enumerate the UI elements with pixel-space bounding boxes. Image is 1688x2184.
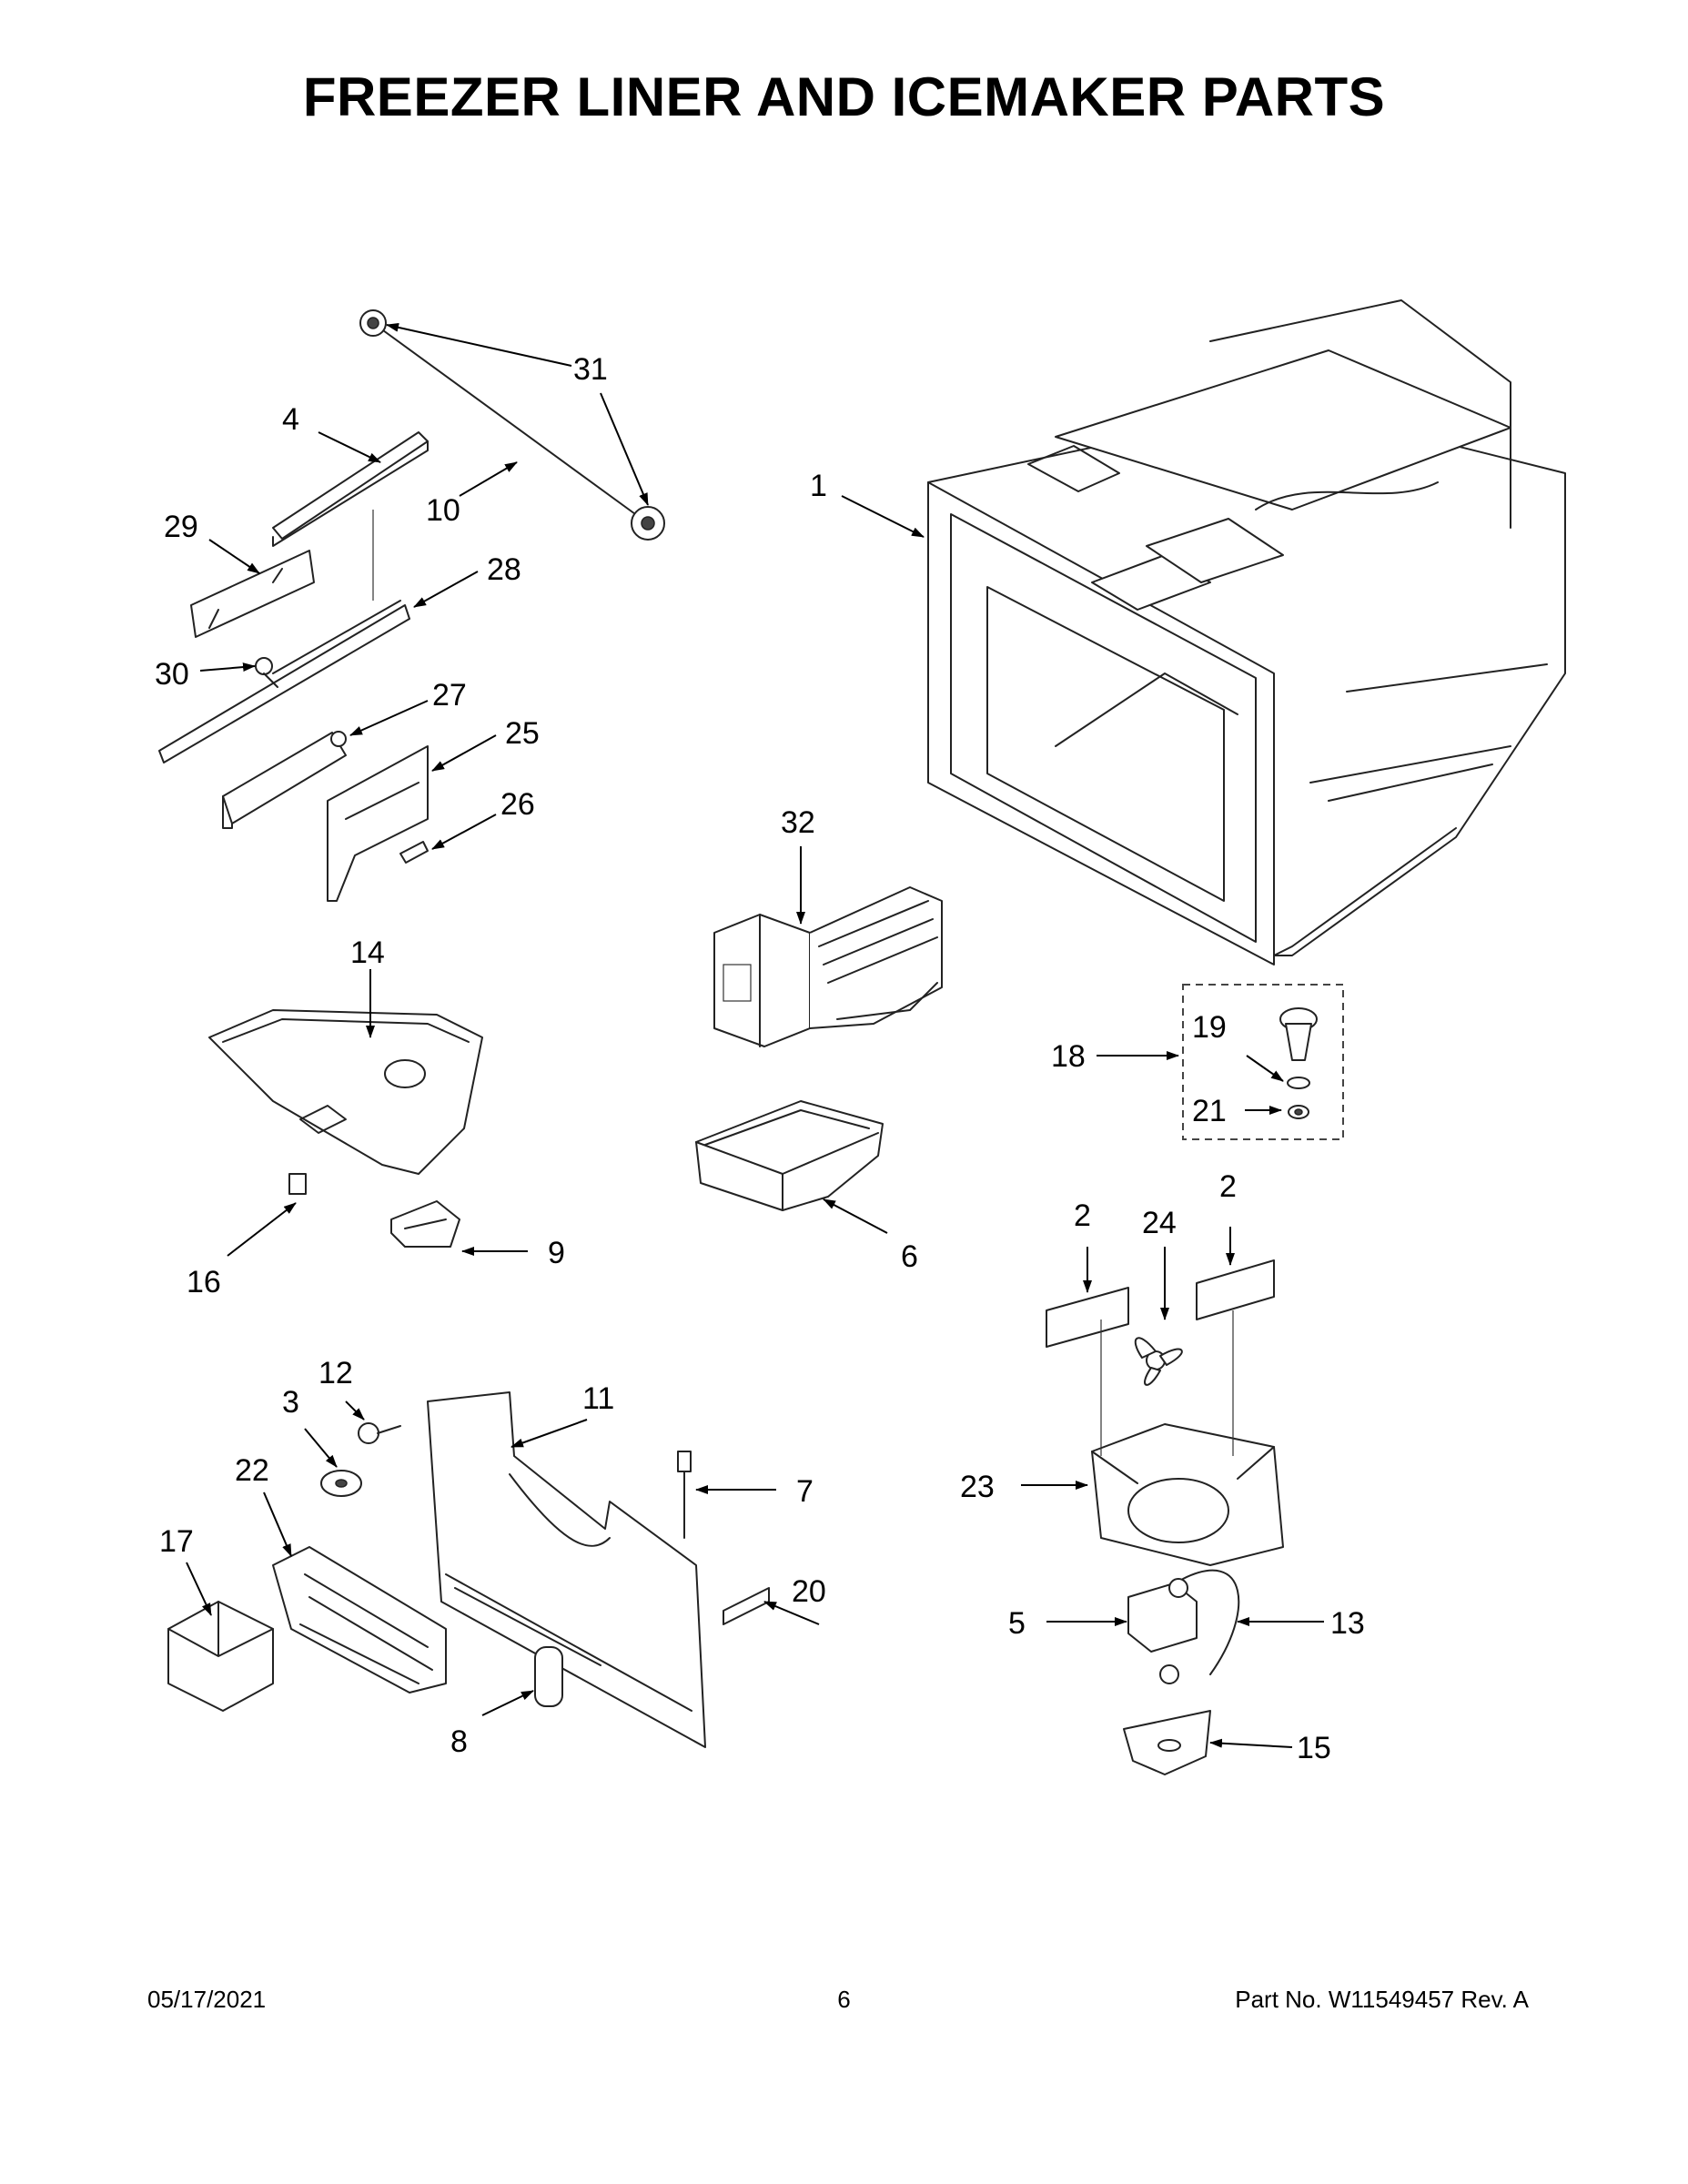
page-title: FREEZER LINER AND ICEMAKER PARTS <box>302 66 1386 127</box>
foam-pad-part-right <box>1196 1259 1275 1320</box>
callout-13: 13 <box>1330 1606 1365 1641</box>
support-part <box>222 731 347 829</box>
thermistor-part <box>677 1451 692 1539</box>
callout-3: 3 <box>282 1385 299 1420</box>
water-valve-kit-part <box>1182 984 1344 1140</box>
icemaker-part <box>713 886 943 1047</box>
sensor-part <box>288 1173 307 1195</box>
callout-29: 29 <box>164 510 198 544</box>
callout-labels: 31 4 10 1 29 28 30 27 25 26 32 14 18 19 … <box>155 352 1365 1765</box>
callout-28: 28 <box>487 552 521 587</box>
callout-27: 27 <box>432 678 467 713</box>
callout-21: 21 <box>1192 1094 1227 1128</box>
footer-date: 05/17/2021 <box>147 1986 267 2013</box>
callout-2-left: 2 <box>1074 1198 1091 1233</box>
evaporator-cover-part <box>427 1391 706 1748</box>
callout-32: 32 <box>781 805 815 840</box>
fan-shroud-part <box>1091 1310 1284 1566</box>
damper-part <box>390 1200 460 1248</box>
callout-16: 16 <box>187 1265 221 1299</box>
rail-part <box>272 431 429 547</box>
screw-part-3 <box>358 1422 401 1444</box>
callout-10: 10 <box>426 493 460 528</box>
callout-31: 31 <box>573 352 608 387</box>
motor-bracket-part <box>1123 1710 1211 1775</box>
callout-8: 8 <box>450 1724 468 1759</box>
callout-11: 11 <box>582 1381 614 1416</box>
screw-part <box>255 657 278 688</box>
footer-page-number: 6 <box>837 1986 851 2013</box>
callout-5: 5 <box>1008 1606 1026 1641</box>
callout-1: 1 <box>810 469 827 503</box>
callout-12: 12 <box>318 1356 353 1390</box>
foam-strip-part <box>723 1587 770 1625</box>
callout-19: 19 <box>1192 1010 1227 1045</box>
footer-part-number: Part No. W11549457 Rev. A <box>1235 1986 1529 2013</box>
callout-26: 26 <box>500 787 535 822</box>
freezer-liner-part <box>927 299 1566 966</box>
callout-7: 7 <box>796 1474 814 1509</box>
slide-rail-part <box>158 510 410 763</box>
callout-4: 4 <box>282 402 299 437</box>
bracket-panel-part <box>327 745 429 902</box>
callout-6: 6 <box>901 1239 918 1274</box>
bracket-part <box>190 550 315 638</box>
ice-bin-part <box>695 1100 884 1211</box>
callout-30: 30 <box>155 657 189 692</box>
leader-lines <box>186 322 1324 1748</box>
callout-18: 18 <box>1051 1039 1086 1074</box>
cover-part <box>167 1601 274 1712</box>
callout-2-right: 2 <box>1219 1169 1237 1204</box>
wire-harness-part <box>1182 1569 1240 1675</box>
screw-part-2 <box>399 841 429 864</box>
housing-part <box>208 1009 483 1175</box>
callout-22: 22 <box>235 1453 269 1488</box>
callout-9: 9 <box>548 1236 565 1270</box>
nut-part <box>320 1470 362 1497</box>
callout-15: 15 <box>1297 1731 1331 1765</box>
heater-part <box>534 1646 563 1707</box>
callout-23: 23 <box>960 1470 995 1504</box>
fan-blade-part <box>1134 1337 1183 1386</box>
auger-shaft-part <box>359 309 665 541</box>
grille-part <box>272 1546 447 1694</box>
callout-25: 25 <box>505 716 540 751</box>
callout-20: 20 <box>792 1574 826 1609</box>
fan-motor-part <box>1127 1578 1198 1684</box>
callout-17: 17 <box>159 1524 194 1559</box>
callout-14: 14 <box>350 935 385 970</box>
foam-pad-part-left <box>1046 1287 1129 1348</box>
callout-24: 24 <box>1142 1206 1177 1240</box>
